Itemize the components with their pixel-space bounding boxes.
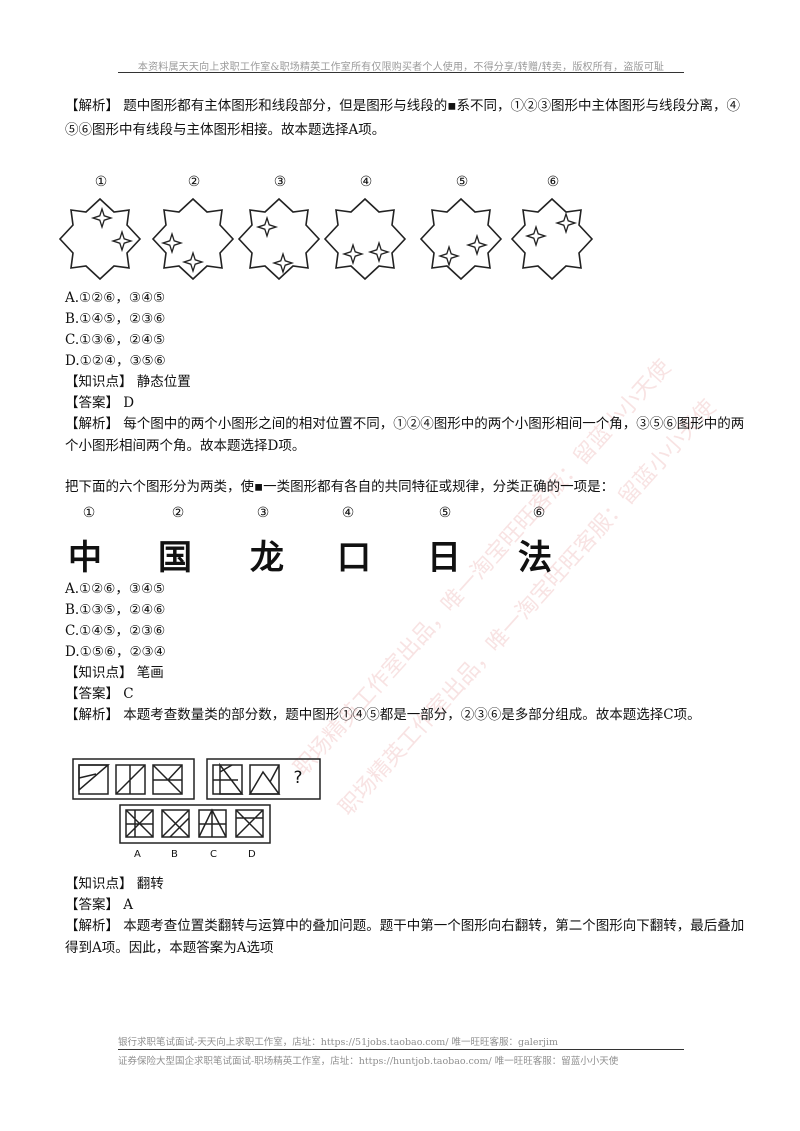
q2-figure-number-3: ③ <box>273 174 287 190</box>
footer-line-1: 银行求职笔试面试-天天向上求职工作室，店址：https://51jobs.tao… <box>118 1037 558 1048</box>
q2-figure-number-5: ⑤ <box>455 174 469 190</box>
q3-character-5: 日 <box>427 538 461 578</box>
q3-figure-number-1: ① <box>82 505 96 521</box>
q3-figure-number-3: ③ <box>256 505 270 521</box>
q4-option-label-b: B <box>171 849 178 860</box>
q2-analysis-line-2: 个小图形相间两个角。故本题选择D项。 <box>65 438 306 454</box>
q2-answer: 【答案】 D <box>65 395 135 411</box>
q2-option-b: B.①④⑤，②③⑥ <box>65 311 166 327</box>
q3-option-c: C.①④⑤，②③⑥ <box>65 623 166 639</box>
q4-knowledge-point: 【知识点】 翻转 <box>65 876 164 892</box>
q3-answer: 【答案】 C <box>65 686 134 702</box>
q2-figure-number-4: ④ <box>359 174 373 190</box>
q3-option-a: A.①②⑥，③④⑤ <box>65 581 166 597</box>
header-copyright-note: 本资料属天天向上求职工作室&职场精英工作室所有仅限购买者个人使用，不得分享/转赠… <box>137 62 665 73</box>
q2-option-c: C.①③⑥，②④⑤ <box>65 332 166 348</box>
q2-option-a: A.①②⑥，③④⑤ <box>65 290 166 306</box>
q3-figure-number-5: ⑤ <box>438 505 452 521</box>
q3-figure-number-6: ⑥ <box>532 505 546 521</box>
q2-figure-number-2: ② <box>187 174 201 190</box>
q3-knowledge-point: 【知识点】 笔画 <box>65 665 164 681</box>
q3-character-4: 口 <box>337 538 371 578</box>
q3-figure-number-4: ④ <box>341 505 355 521</box>
q1-analysis-line-2: ⑤⑥图形中有线段与主体图形相接。故本题选择A项。 <box>65 122 386 138</box>
q4-option-label-a: A <box>134 849 141 860</box>
q4-answer: 【答案】 A <box>65 897 134 913</box>
q3-character-1: 中 <box>68 538 102 578</box>
footer-rule <box>118 1049 684 1050</box>
q3-analysis: 【解析】 本题考查数量类的部分数，题中图形①④⑤都是一部分，②③⑥是多部分组成。… <box>65 707 701 723</box>
q3-option-d: D.①⑤⑥，②③④ <box>65 644 166 660</box>
q2-option-d: D.①②④，③⑤⑥ <box>65 353 166 369</box>
q2-figure-number-6: ⑥ <box>546 174 560 190</box>
q4-analysis-line-1: 【解析】 本题考查位置类翻转与运算中的叠加问题。题干中第一个图形向右翻转，第二个… <box>65 918 745 934</box>
footer-line-2: 证券保险大型国企求职笔试面试-职场精英工作室，店址：https://huntjo… <box>118 1056 619 1067</box>
q2-figure-number-1: ① <box>94 174 108 190</box>
q4-figure <box>72 758 321 844</box>
q4-question-mark: ? <box>293 768 303 788</box>
q1-analysis-line-1: 【解析】 题中图形都有主体图形和线段部分，但是图形与线段的▪系不同，①②③图形中… <box>65 98 740 114</box>
q4-analysis-line-2: 得到A项。因此，本题答案为A选项 <box>65 940 274 956</box>
q3-character-6: 法 <box>518 538 552 578</box>
q3-character-2: 国 <box>158 538 192 578</box>
q2-analysis-line-1: 【解析】 每个图中的两个小图形之间的相对位置不同，①②④图形中的两个小图形相间一… <box>65 416 745 432</box>
q4-option-label-c: C <box>210 849 217 860</box>
q3-character-3: 龙 <box>250 538 284 578</box>
header-rule <box>118 72 684 73</box>
q3-figure-number-2: ② <box>171 505 185 521</box>
q2-knowledge-point: 【知识点】 静态位置 <box>65 374 191 390</box>
q3-option-b: B.①③⑤，②④⑥ <box>65 602 166 618</box>
q4-option-label-d: D <box>248 849 256 860</box>
q3-question-prompt: 把下面的六个图形分为两类，使▪一类图形都有各自的共同特征或规律，分类正确的一项是… <box>65 479 615 495</box>
